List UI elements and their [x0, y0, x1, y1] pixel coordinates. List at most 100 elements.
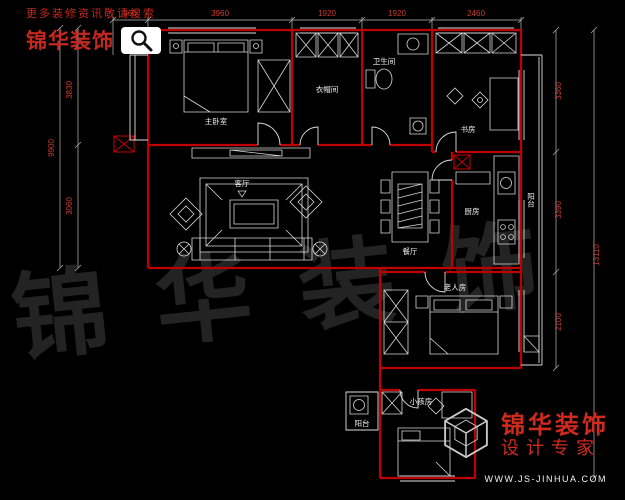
- interior-walls-vertical: [290, 30, 454, 268]
- stove: [497, 219, 516, 245]
- sink-counter: [397, 33, 429, 55]
- room-label-elder: 老人房: [444, 282, 467, 292]
- toilet-tank: [365, 69, 376, 89]
- upper-cabinet: [455, 171, 491, 185]
- armchair: [289, 185, 323, 219]
- toilet: [375, 68, 393, 90]
- header-brand-row: 锦华装饰: [26, 25, 161, 55]
- balcony-right: [523, 335, 540, 353]
- dim-top-2: 1920: [318, 9, 336, 18]
- footer-brand-name: 锦华装饰: [501, 409, 609, 439]
- shaft-boxes: [113, 135, 471, 170]
- wardrobe: [383, 289, 409, 355]
- dimension-lines: [56, 16, 598, 482]
- bed: [429, 295, 499, 355]
- footer-branding: 锦华装饰 设计专家: [440, 405, 609, 466]
- shaft-box-left: [113, 135, 135, 153]
- counter: [493, 155, 520, 265]
- room-label-balcony-right: 阳台: [527, 192, 536, 209]
- wardrobe: [435, 32, 517, 54]
- room-dining: [380, 171, 440, 243]
- sofa: [191, 237, 313, 261]
- room-elder: [383, 289, 513, 355]
- header-tagline: 更多装修资讯敬请搜索: [26, 8, 156, 20]
- footer-text: 锦华装饰 设计专家: [501, 409, 609, 460]
- furniture: [169, 32, 540, 477]
- side-table-cross: [178, 243, 190, 255]
- dimension-numbers: 960 3960 1920 1920 2460 3830 3060 9900 3…: [47, 9, 601, 331]
- room-label-cloakroom: 衣帽间: [316, 84, 339, 94]
- header-branding: 更多装修资讯敬请搜索 锦华装饰: [26, 5, 161, 55]
- footer-website: WWW.JS-JINHUA.COM: [484, 474, 607, 484]
- door-kids-room: [399, 389, 419, 409]
- coffee-table: [229, 199, 279, 229]
- room-kitchen: [455, 155, 520, 265]
- room-master-bedroom: [169, 39, 291, 113]
- room-study: [435, 32, 519, 131]
- room-label-bathroom: 卫生间: [373, 56, 396, 66]
- dim-right-0: 3360: [554, 82, 563, 100]
- bay-window: [129, 54, 148, 141]
- header-brand-name: 锦华装饰: [26, 28, 114, 53]
- balcony-right-railing: [521, 54, 543, 366]
- nightstand: [169, 39, 263, 54]
- dim-top-1: 3960: [211, 9, 229, 18]
- washing-machine: [409, 117, 427, 135]
- sink: [406, 37, 420, 51]
- plant: [446, 87, 464, 105]
- room-cloakroom: [295, 32, 359, 58]
- room-label-balcony-bottom: 阳台: [355, 418, 370, 428]
- dim-top-4: 2460: [467, 9, 485, 18]
- side-table: [176, 241, 192, 257]
- flue-box-kitchen: [453, 154, 471, 170]
- door-bathroom: [371, 126, 391, 146]
- desk: [489, 77, 519, 131]
- door-cloakroom: [299, 126, 319, 146]
- lamp: [173, 43, 179, 49]
- door-kitchen: [431, 159, 453, 181]
- side-table-cross: [314, 243, 326, 255]
- outer-walls: [146, 28, 523, 480]
- room-label-master-bedroom: 主卧室: [205, 116, 228, 126]
- dining-table: [391, 171, 429, 243]
- desk-chair: [471, 91, 489, 109]
- hexagon-cube-logo-icon: [440, 405, 492, 466]
- door-study: [435, 131, 457, 153]
- burner: [500, 234, 506, 240]
- dim-right-1: 3390: [554, 201, 563, 219]
- balcony-bottom: [349, 395, 369, 415]
- wardrobe: [381, 391, 403, 415]
- burner: [500, 224, 506, 230]
- washing-machine-drum: [353, 399, 365, 411]
- search-box: [121, 26, 161, 54]
- kitchen-sink-bowl: [500, 177, 512, 189]
- planter: [523, 335, 540, 353]
- door-elder-room: [424, 271, 446, 293]
- balcony-bottom-outline: [345, 391, 379, 431]
- nightstand: [415, 295, 513, 309]
- tv: [229, 149, 283, 157]
- living-room-marker: [237, 190, 247, 198]
- bed: [397, 427, 451, 477]
- room-living: [169, 147, 328, 261]
- dim-left-1: 3060: [65, 197, 74, 215]
- tv-cabinet: [191, 147, 311, 159]
- room-label-living: 客厅: [235, 178, 250, 188]
- rug: [199, 177, 309, 253]
- room-kids: [381, 391, 473, 477]
- dim-right-outer: 13110: [592, 244, 601, 266]
- washing-machine: [349, 395, 369, 415]
- lamp: [253, 43, 259, 49]
- room-label-kitchen: 厨房: [465, 206, 480, 216]
- armchair: [169, 197, 203, 231]
- burner: [508, 234, 514, 240]
- chair-seat: [477, 97, 483, 103]
- search-icon: [131, 30, 153, 52]
- room-label-dining: 餐厅: [403, 247, 418, 256]
- door-master-bedroom: [257, 122, 281, 146]
- burner: [508, 224, 514, 230]
- room-label-study: 书房: [461, 124, 476, 134]
- dim-left-outer: 9900: [47, 139, 56, 157]
- interior-walls-horizontal: [148, 143, 521, 154]
